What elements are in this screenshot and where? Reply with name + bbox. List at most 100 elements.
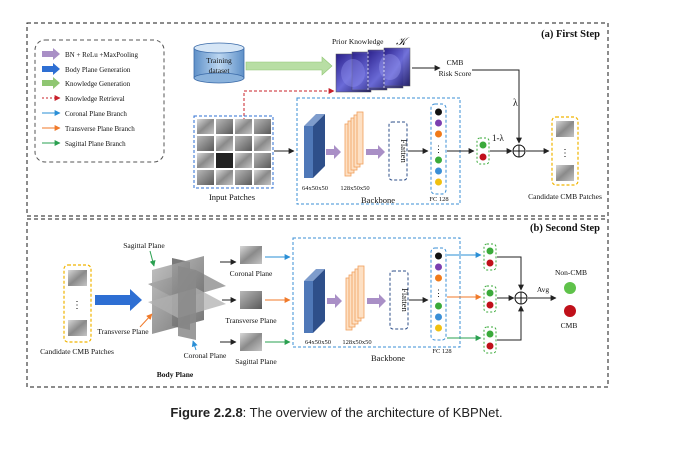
candidate-patch [68,270,87,286]
second-step-title: (b) Second Step [530,223,600,234]
out-sagittal-green [486,330,494,338]
candidate-patch [556,165,574,181]
candidate-dots-1: ⋮ [560,148,570,159]
bn-arrow-1b [366,145,385,159]
input-patches-grid [193,115,274,189]
legend-label-2: Knowledge Generation [65,80,131,88]
fc2-node [435,324,442,332]
first-step-title: (a) First Step [541,29,600,40]
output-node-red-1 [479,153,487,161]
second-step-frame [26,218,609,388]
non-cmb-label: Non-CMB [555,268,587,277]
backbone-label-1: Backbone [361,195,395,205]
legend-knowledge-generation-arrow-icon [42,77,60,89]
coronal-plane-bottom-label: Coronal Plane [184,351,227,360]
fc1-node [435,108,442,116]
candidate-dots-2: ⋮ [72,300,82,311]
knowledge-retrieval-arrow [243,88,335,126]
fc2-node [435,252,442,260]
cmb-result-dot [564,305,576,317]
transverse-pointer-arrow [139,313,153,328]
fc2-node [435,274,442,282]
plus-circle-icon-2 [514,291,528,305]
candidate-patch [68,320,87,336]
dim-label-64-2: 64x50x50 [305,339,331,346]
sagittal-plane-top-label: Sagittal Plane [123,241,165,250]
risk-to-plus-arrow [472,69,522,144]
output-node-green-1 [479,141,487,149]
cmb-risk-label-1: CMB [447,58,464,67]
fc1-node [435,119,442,127]
sagittal-patch [240,333,262,351]
flatten-label-2: Flatten [400,288,410,312]
coronal-patch [240,246,262,264]
legend-label-6: Sagittal Plane Branch [65,140,126,148]
input-patches-label: Input Patches [209,192,255,202]
coronal-plane-label: Coronal Plane [230,269,273,278]
figure-caption: Figure 2.2.8: The overview of the archit… [0,405,673,420]
legend-label-4: Coronal Plane Branch [65,110,127,118]
out-coronal-green [486,247,494,255]
legend-label-5: Transverse Plane Branch [65,125,135,133]
non-cmb-result-dot [564,282,576,294]
body-plane-generation-arrow [95,289,142,311]
fc1-node [435,156,442,164]
sagittal-pointer-arrow [149,250,156,267]
fc2-node [435,263,442,271]
legend-label-3: Knowledge Retrieval [65,95,125,103]
fc-column-2 [430,247,447,341]
knowledge-generation-arrow [245,56,333,76]
legend-bn-arrow-icon [42,48,60,60]
merge-coronal-line [497,256,524,291]
conv-block-64-2 [304,269,325,333]
one-minus-lambda-label: 1-λ [492,133,504,143]
candidate-label-2: Candidate CMB Patches [40,347,114,356]
fc2-node [435,313,442,321]
fc-label-1: FC 128 [429,196,448,203]
plus-circle-icon-1 [512,144,526,158]
dim-label-128-2: 128x50x50 [342,339,371,346]
training-dataset-label-2: dataset [209,66,231,75]
lambda-label: λ [513,98,518,109]
bn-arrow-1a [326,145,341,159]
training-dataset-icon [193,42,245,84]
fc-column-1 [430,103,447,195]
first-step-frame [26,22,609,217]
flatten-box-1 [388,121,408,181]
fc1-node [435,130,442,138]
conv-block-128-2 [345,265,365,331]
avg-label: Avg [537,285,550,294]
bn-arrow-2a [327,294,342,308]
bn-arrow-2b [367,294,386,308]
transverse-patch [240,291,262,309]
out-coronal-red [486,259,494,267]
fc2-node [435,302,442,310]
caption-bold: Figure 2.2.8 [170,405,243,420]
fc1-dots: ⋮ [434,144,443,154]
body-plane-cube-icon [148,256,226,340]
body-plane-label: Body Plane [157,370,194,379]
out-transverse-red [486,301,494,309]
out-transverse-green [486,289,494,297]
cmb-label: CMB [561,321,578,330]
conv-block-128-1 [344,111,364,177]
backbone-2-frame [292,237,461,348]
prior-knowledge-label: Prior Knowledge [332,37,384,46]
legend-label-0: BN + ReLu +MaxPooling [65,51,139,59]
legend-body-plane-arrow-icon [42,63,60,75]
legend: BN + ReLu +MaxPooling Body Plane Generat… [34,39,165,163]
backbone-label-2: Backbone [371,353,405,363]
out-sagittal-red [486,342,494,350]
prior-knowledge-brain-icon [335,47,411,93]
transverse-plane-left-label: Transverse Plane [97,327,149,336]
sagittal-plane-label: Sagittal Plane [235,357,277,366]
cmb-risk-label-2: Risk Score [439,69,472,78]
dim-label-64-1: 64x50x50 [302,185,328,192]
legend-label-1: Body Plane Generation [65,66,131,74]
fc1-node [435,167,442,175]
conv-block-64-1 [304,114,325,178]
fc-label-2: FC 128 [432,348,451,355]
transverse-plane-label: Transverse Plane [225,316,277,325]
fc2-dots: ⋮ [434,288,443,298]
